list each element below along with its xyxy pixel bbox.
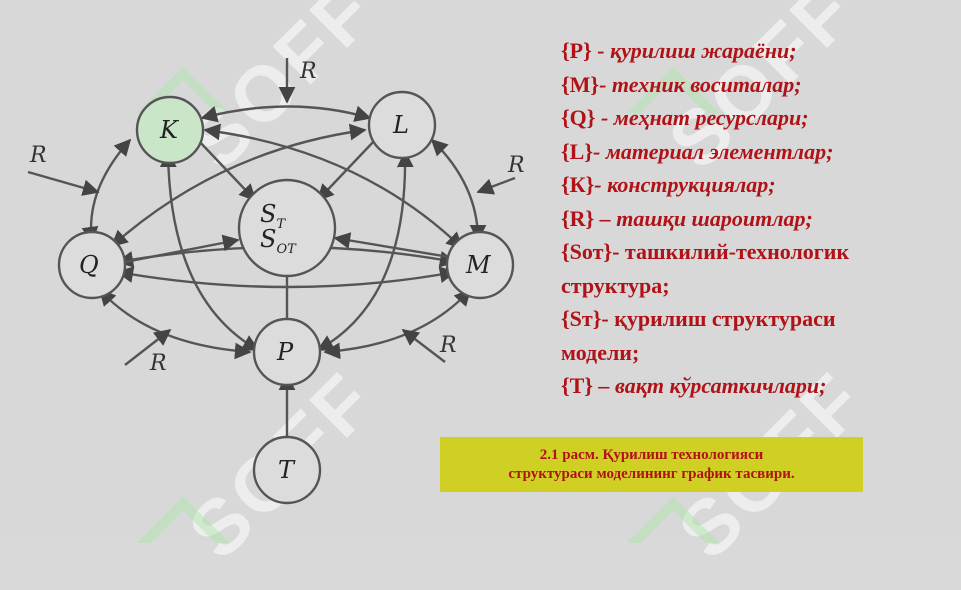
- node-L-label: L: [392, 111, 409, 139]
- legend-item: {Q} - меҳнат ресурслари;: [561, 101, 953, 135]
- node-P-label: P: [276, 338, 294, 366]
- node-S2-sub: OT: [276, 242, 297, 257]
- legend-item: {R} – ташқи шароитлар;: [561, 202, 953, 236]
- slide: SOFF SOFF SOFF SOFF: [27, 0, 953, 590]
- node-S2-letter: S: [260, 225, 276, 253]
- legend-item: {M}- техник воситалар;: [561, 68, 953, 102]
- legend-item: {T} – вақт кўрсаткичлари;: [561, 369, 953, 403]
- legend-description: - қурилиш жараёни;: [591, 38, 797, 63]
- node-S1-letter: S: [260, 200, 276, 228]
- node-S: [237, 178, 337, 278]
- legend-description: - ташкилий-технологик: [612, 239, 850, 264]
- node-Q: [57, 230, 127, 300]
- legend-item: структура;: [561, 269, 953, 303]
- legend-symbol: {T}: [561, 373, 594, 398]
- node-T: [252, 435, 322, 505]
- r-label-bottomright: R: [439, 333, 457, 358]
- node-T-label: T: [278, 456, 296, 484]
- node-P: [252, 317, 322, 387]
- legend-description: – ташқи шароитлар;: [594, 205, 813, 231]
- edge-R-bottomleft: [124, 328, 172, 366]
- edge-L-M: [430, 138, 487, 242]
- legend-symbol: {Sт}: [561, 306, 602, 331]
- r-label-right: R: [507, 153, 525, 178]
- node-S-label-1: ST: [260, 200, 286, 232]
- node-S-label-2: SOT: [260, 225, 297, 257]
- node-Q-label: Q: [79, 251, 99, 279]
- legend-symbol: {К}: [561, 172, 595, 197]
- legend-description: - меҳнат ресурслари;: [595, 105, 809, 130]
- legend-description: структура;: [561, 272, 670, 298]
- legend-item: {Sот}- ташкилий-технологик: [561, 235, 953, 269]
- r-label-left: R: [29, 143, 47, 168]
- edge-Q-S: [124, 234, 240, 264]
- legend-symbol: {L}: [561, 138, 594, 164]
- legend-symbol: {R}: [561, 205, 595, 231]
- legend-item: модели;: [561, 336, 953, 370]
- edge-R-right: [476, 176, 516, 195]
- legend-description: модели;: [561, 339, 640, 365]
- edge-M-S: [333, 232, 456, 260]
- legend-item: {P} - қурилиш жараёни;: [561, 34, 953, 68]
- edge-Q-P: [98, 288, 252, 360]
- legend-description: - материал элементлар;: [593, 138, 834, 164]
- legend-item: {L}- материал элементлар;: [561, 135, 953, 169]
- edge-R-bottomright: [401, 328, 446, 363]
- legend-item: {К}- конструкциялар;: [561, 168, 953, 202]
- edge-R-left: [27, 170, 100, 196]
- legend-symbol: {M}: [561, 71, 600, 97]
- edge-Q-M-lower: [116, 266, 457, 289]
- edge-L-S: [316, 139, 376, 202]
- legend-description: - конструкциялар;: [594, 172, 776, 197]
- r-label-bottomleft: R: [149, 351, 167, 376]
- node-K-label: K: [159, 116, 180, 144]
- caption-line-2: структураси моделининг график тасвири.: [508, 465, 795, 482]
- node-S1-sub: T: [276, 217, 286, 232]
- legend-symbol: {Sот}: [561, 239, 613, 264]
- node-M-label: M: [465, 251, 492, 279]
- r-label-top: R: [299, 59, 317, 84]
- node-L: [367, 90, 437, 160]
- node-K: [135, 95, 205, 165]
- node-M: [445, 230, 515, 300]
- edge-K-L: [200, 105, 372, 123]
- legend-item: {Sт}- қурилиш структураси: [561, 302, 953, 336]
- legend-symbol: {Q}: [561, 105, 596, 130]
- legend-description: - қурилиш структураси: [601, 306, 836, 331]
- caption-line-1: 2.1 расм. Қурилиш технологияси: [539, 446, 764, 463]
- structure-diagram: K L Q M P T ST SOT R R R R R: [27, 58, 525, 505]
- legend: {P} - қурилиш жараёни;{M}- техник восита…: [561, 34, 953, 403]
- legend-description: – вақт кўрсаткичлари;: [593, 373, 827, 398]
- edge-K-S: [197, 139, 257, 202]
- legend-symbol: {P}: [561, 38, 592, 63]
- figure-caption: 2.1 расм. Қурилиш технологияси структура…: [440, 437, 863, 492]
- legend-description: - техник воситалар;: [599, 71, 802, 97]
